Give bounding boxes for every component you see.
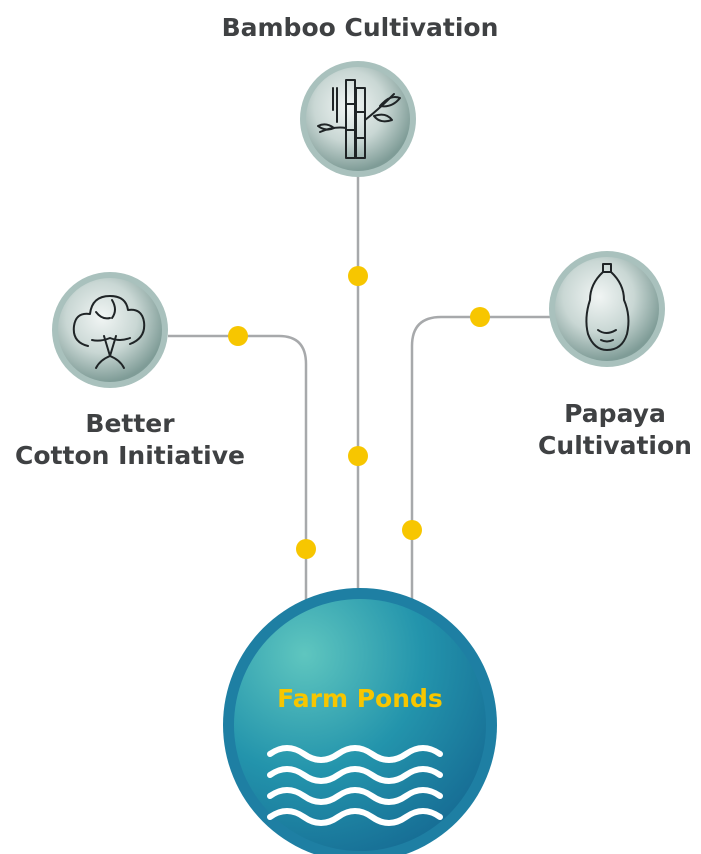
bamboo-label: Bamboo Cultivation <box>221 13 499 42</box>
connector-cotton <box>168 334 308 600</box>
papaya-label: Papaya Cultivation <box>530 398 700 462</box>
cotton-label-line1: Better <box>85 409 175 438</box>
connectors <box>168 175 553 600</box>
bamboo-icon <box>317 79 401 159</box>
dot-papaya-lower <box>402 520 422 540</box>
connector-papaya <box>410 315 553 600</box>
dot-bamboo-upper <box>348 266 368 286</box>
cotton-label: Better Cotton Initiative <box>10 408 250 472</box>
papaya-label-line1: Papaya <box>564 399 666 428</box>
node-cotton <box>52 272 168 388</box>
dot-cotton-lower <box>296 539 316 559</box>
cotton-label-line2: Cotton Initiative <box>15 441 245 470</box>
papaya-label-line2: Cultivation <box>538 431 692 460</box>
dot-cotton-upper <box>228 326 248 346</box>
connector-dots <box>228 266 490 559</box>
cotton-icon <box>72 295 146 369</box>
node-papaya <box>549 251 665 367</box>
dot-bamboo-lower <box>348 446 368 466</box>
water-waves-icon <box>267 745 443 826</box>
center-label: Farm Ponds <box>277 684 443 713</box>
dot-papaya-upper <box>470 307 490 327</box>
center-pond <box>223 588 497 854</box>
node-bamboo <box>300 61 416 177</box>
papaya-icon <box>585 263 630 351</box>
